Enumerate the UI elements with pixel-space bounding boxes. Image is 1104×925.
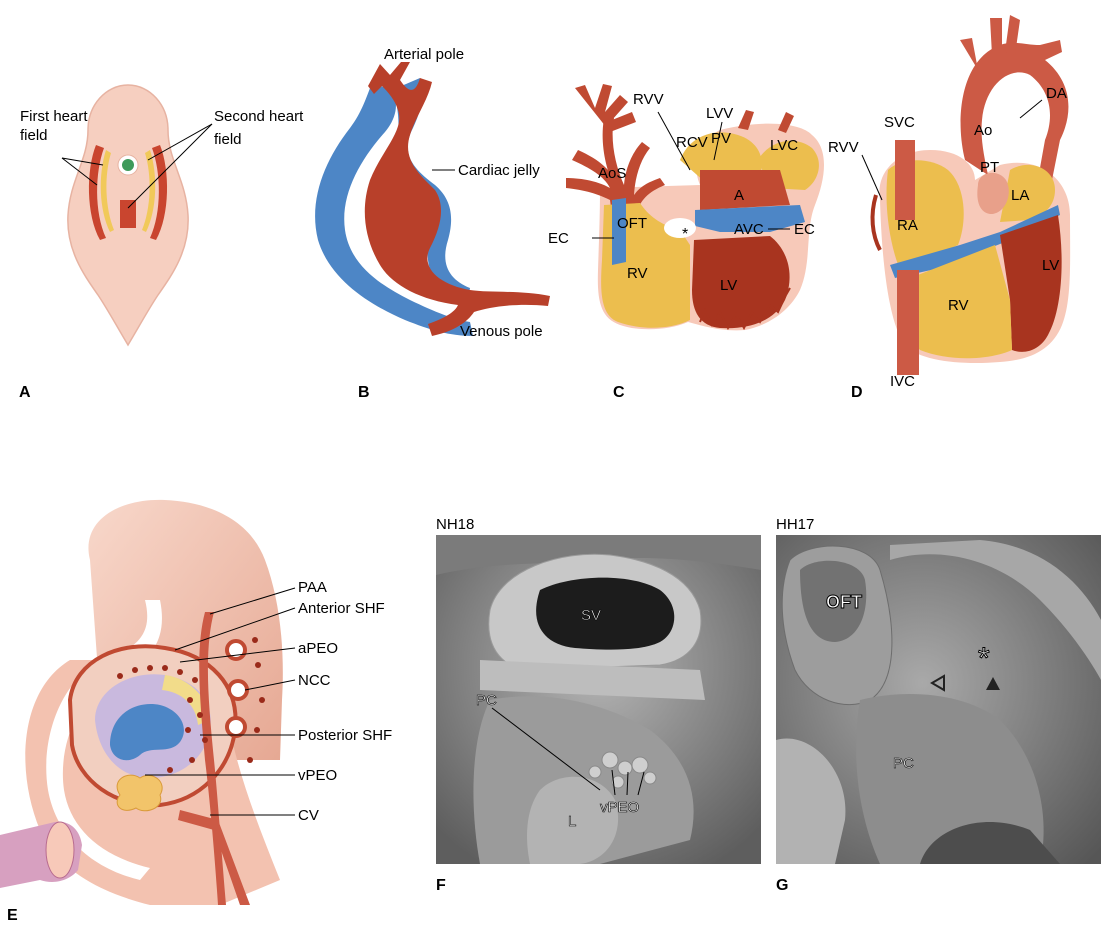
label-first-heart-field-2: field (20, 127, 48, 144)
label-rv-c: RV (627, 265, 648, 282)
panel-letter-a: A (19, 384, 31, 401)
label-venous-pole: Venous pole (460, 323, 543, 340)
label-rvv-c: RVV (633, 91, 664, 108)
label-cv-e: CV (298, 807, 319, 824)
panel-letter-f: F (436, 877, 446, 894)
label-sv-f: SV (581, 607, 601, 624)
label-a-c: A (734, 187, 744, 204)
label-rcv-c: RCV (676, 134, 708, 151)
embryo-tail-opening (46, 822, 74, 878)
panel-a: First heart field Second heart field A (19, 85, 304, 401)
stage-label-f: NH18 (436, 516, 474, 533)
stage-label-g: HH17 (776, 516, 814, 533)
leader-rvv-d (862, 155, 882, 200)
label-oft-g: OFT (826, 592, 862, 612)
label-ec-right-c: EC (794, 221, 815, 238)
atrium-a (700, 170, 790, 210)
label-apeo-e: aPEO (298, 640, 338, 657)
label-la-d: LA (1011, 187, 1029, 204)
label-vpeo-e: vPEO (298, 767, 337, 784)
sem-f-sv-lumen (536, 578, 674, 650)
label-cardiac-jelly: Cardiac jelly (458, 162, 540, 179)
panel-letter-g: G (776, 877, 788, 894)
heart-tube-primordium (120, 200, 136, 228)
label-pv-c: PV (711, 130, 731, 147)
label-first-heart-field-1: First heart (20, 108, 88, 125)
label-ivc-d: IVC (890, 373, 915, 390)
rvv-edge (873, 195, 880, 250)
label-pc-f: PC (476, 692, 497, 709)
panel-letter-d: D (851, 384, 863, 401)
panel-b: Arterial pole Cardiac jelly Venous pole … (315, 46, 550, 401)
label-asterisk-c: * (682, 226, 688, 243)
panel-c: RVV LVV RCV PV LVC AoS A OFT * AVC EC EC… (548, 84, 824, 401)
label-rv-d: RV (948, 297, 969, 314)
label-asterisk-g: * (978, 642, 990, 675)
label-aos-c: AoS (598, 165, 626, 182)
label-lvc-c: LVC (770, 137, 798, 154)
label-oft-c: OFT (617, 215, 647, 232)
leader-da (1020, 100, 1042, 118)
label-paa-e: PAA (298, 579, 327, 596)
panel-letter-b: B (358, 384, 370, 401)
label-second-heart-field-1: Second heart (214, 108, 304, 125)
label-ao-d: Ao (974, 122, 992, 139)
inter-chamber-hole (664, 218, 696, 238)
label-second-heart-field-2: field (214, 131, 242, 148)
label-ra-d: RA (897, 217, 918, 234)
paa-ring-2 (229, 681, 247, 699)
label-pc-g: PC (893, 755, 914, 772)
label-lv-d: LV (1042, 257, 1059, 274)
aos-arches-upper (575, 84, 636, 132)
ivc-vessel (897, 270, 919, 375)
panel-g: HH17 OFT * PC G (776, 516, 1101, 894)
label-arterial-pole: Arterial pole (384, 46, 464, 63)
label-lv-c: LV (720, 277, 737, 294)
panel-d: SVC Ao DA RVV PT LA RA LV RV IVC D (828, 15, 1070, 401)
label-l-f: L (568, 813, 576, 830)
panel-f: NH18 SV PC vPEO L F (436, 516, 761, 894)
paa-ring-3 (227, 718, 245, 736)
label-pt-d: PT (980, 159, 999, 176)
panel-letter-e: E (7, 907, 18, 924)
label-rvv-d: RVV (828, 139, 859, 156)
svc-vessel (895, 140, 915, 220)
label-avc-c: AVC (734, 221, 764, 238)
vpeo-cluster (117, 775, 162, 811)
label-ec-left-c: EC (548, 230, 569, 247)
label-da-d: DA (1046, 85, 1067, 102)
label-svc-d: SVC (884, 114, 915, 131)
panel-e: PAA Anterior SHF aPEO NCC Posterior SHF … (0, 500, 392, 924)
label-ncc-e: NCC (298, 672, 331, 689)
panel-letter-c: C (613, 384, 625, 401)
node-inner (122, 159, 134, 171)
label-vpeo-f: vPEO (600, 799, 639, 816)
label-lvv-c: LVV (706, 105, 733, 122)
label-posterior-shf-e: Posterior SHF (298, 727, 392, 744)
label-anterior-shf-e: Anterior SHF (298, 600, 385, 617)
